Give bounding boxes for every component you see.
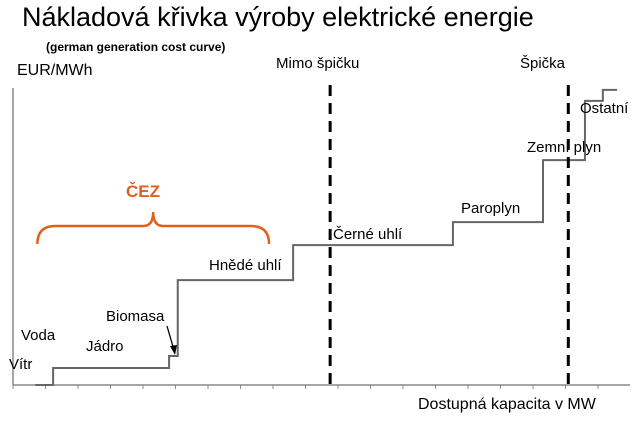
chart-title: Nákladová křivka výroby elektrické energ… <box>22 2 534 32</box>
label-zemni-plyn: Zemní plyn <box>527 139 602 156</box>
label-jadro: Jádro <box>86 338 124 355</box>
label-mimo-spicku: Mimo špičku <box>276 55 360 72</box>
cez-bracket <box>36 211 271 245</box>
label-cerne-uhli: Černé uhlí <box>333 226 403 243</box>
y-axis-label: EUR/MWh <box>17 62 93 79</box>
cez-label: ČEZ <box>126 182 160 201</box>
label-biomasa: Biomasa <box>106 308 165 325</box>
x-axis-label: Dostupná kapacita v MW <box>418 396 596 413</box>
label-vitr: Vítr <box>9 356 33 373</box>
label-paroplyn: Paroplyn <box>461 200 521 217</box>
label-spicka: Špička <box>520 55 566 72</box>
label-hnede-uhli: Hnědé uhlí <box>209 257 282 274</box>
label-ostatni: Ostatní <box>580 100 629 117</box>
cost-step-line <box>35 88 618 386</box>
chart-subtitle: (german generation cost curve) <box>46 40 226 54</box>
label-voda: Voda <box>21 327 56 344</box>
biomasa-arrowhead <box>170 345 177 355</box>
